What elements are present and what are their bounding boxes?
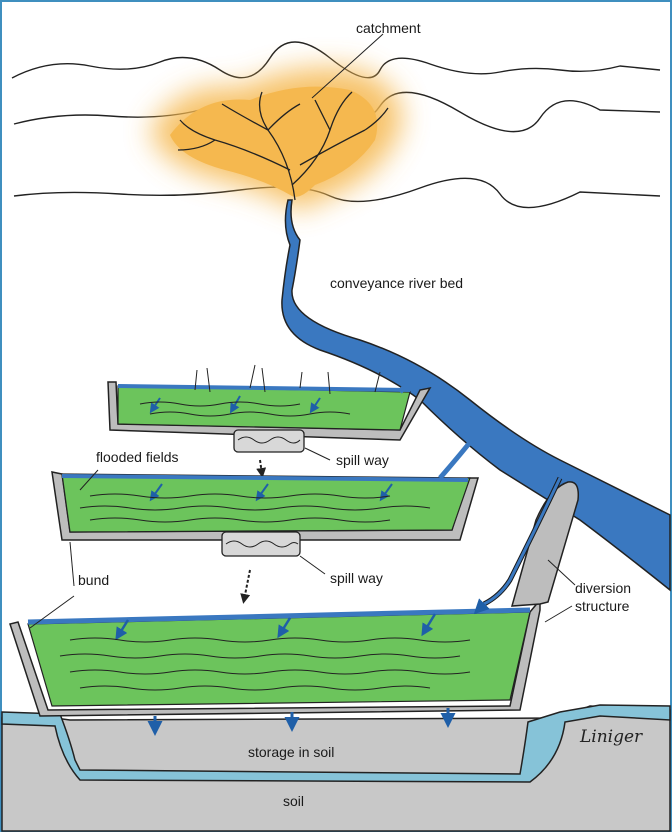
label-diversion: diversion: [575, 580, 631, 596]
label-conveyance-river-bed: conveyance river bed: [330, 275, 463, 291]
label-storage-in-soil: storage in soil: [248, 744, 334, 760]
label-structure: structure: [575, 598, 630, 614]
label-flooded-fields: flooded fields: [96, 449, 179, 465]
leader-lines: [29, 33, 384, 629]
spill-way-2: [221, 531, 326, 604]
label-spill-way-2: spill way: [330, 570, 383, 586]
catchment-core: [170, 86, 378, 197]
label-bund: bund: [78, 572, 109, 588]
infiltration-arrows: [147, 708, 456, 736]
artist-signature: Liniger: [579, 727, 643, 747]
field-bottom: [9, 78, 541, 717]
drainage-network: [177, 91, 389, 201]
label-spill-way-1: spill way: [336, 452, 389, 468]
field-top: [107, 364, 432, 441]
label-soil: soil: [283, 793, 304, 809]
diversion-structure: [473, 476, 580, 623]
field-middle: [51, 428, 482, 541]
storage-in-soil-zone: [1, 704, 671, 783]
spill-way-1: [233, 429, 331, 478]
soil-layer: [1, 705, 671, 832]
label-catchment: catchment: [356, 20, 421, 36]
